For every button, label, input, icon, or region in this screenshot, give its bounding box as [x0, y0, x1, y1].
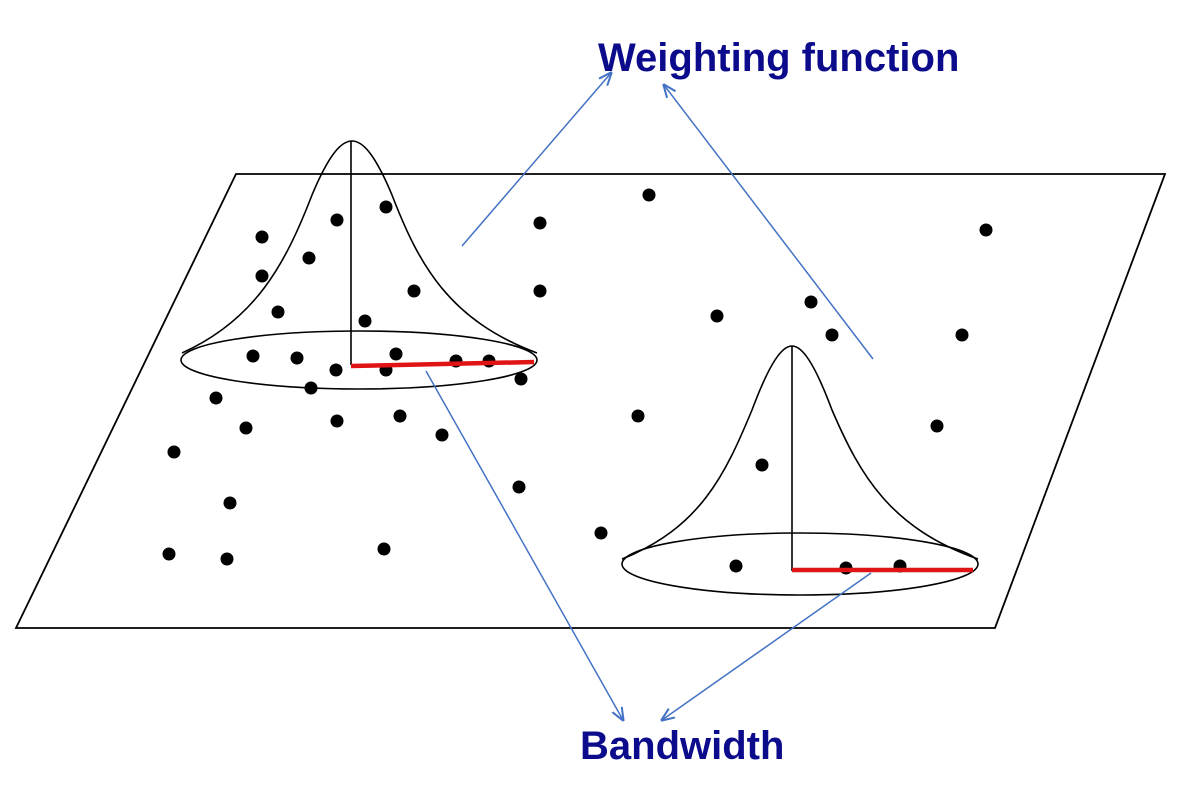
data-point — [379, 200, 393, 214]
kernel-left-base-ellipse — [180, 330, 538, 390]
kernel-right-bell-curve — [621, 345, 979, 560]
data-point — [330, 213, 344, 227]
data-point — [631, 409, 645, 423]
data-point — [239, 421, 253, 435]
data-point — [302, 251, 316, 265]
data-point — [162, 547, 176, 561]
data-point — [533, 216, 547, 230]
data-point — [220, 552, 234, 566]
data-point — [246, 349, 260, 363]
arrow-weighting-left — [461, 73, 611, 247]
data-point — [223, 496, 237, 510]
arrow-bandwidth-left — [425, 370, 623, 720]
data-point — [514, 372, 528, 386]
data-point — [930, 419, 944, 433]
arrow-bandwidth-right — [662, 572, 872, 720]
kernel-left — [180, 140, 538, 390]
data-point — [290, 351, 304, 365]
data-point — [955, 328, 969, 342]
data-point — [642, 188, 656, 202]
kernel-left-bell-curve — [181, 140, 538, 354]
data-point — [512, 480, 526, 494]
bandwidth-bar-left — [350, 359, 535, 369]
data-point — [393, 409, 407, 423]
data-point — [329, 363, 343, 377]
data-point — [255, 230, 269, 244]
data-point — [255, 269, 269, 283]
weighting-function-label: Weighting function — [598, 36, 960, 80]
data-point — [358, 314, 372, 328]
data-point — [979, 223, 993, 237]
data-point — [167, 445, 181, 459]
data-point — [825, 328, 839, 342]
data-point — [377, 542, 391, 556]
study-area-plane — [14, 173, 1167, 629]
data-points — [162, 188, 993, 575]
data-point — [755, 458, 769, 472]
kernel-right — [621, 345, 979, 596]
data-point — [804, 295, 818, 309]
arrows — [425, 73, 874, 720]
arrow-weighting-right — [664, 85, 874, 360]
data-point — [407, 284, 421, 298]
data-point — [209, 391, 223, 405]
data-point — [435, 428, 449, 442]
kernel-right-base-ellipse — [621, 532, 979, 596]
data-point — [271, 305, 285, 319]
data-point — [533, 284, 547, 298]
data-point — [729, 559, 743, 573]
data-point — [594, 526, 608, 540]
bandwidth-label: Bandwidth — [580, 724, 785, 768]
data-point — [330, 414, 344, 428]
data-point — [710, 309, 724, 323]
data-point — [389, 347, 403, 361]
